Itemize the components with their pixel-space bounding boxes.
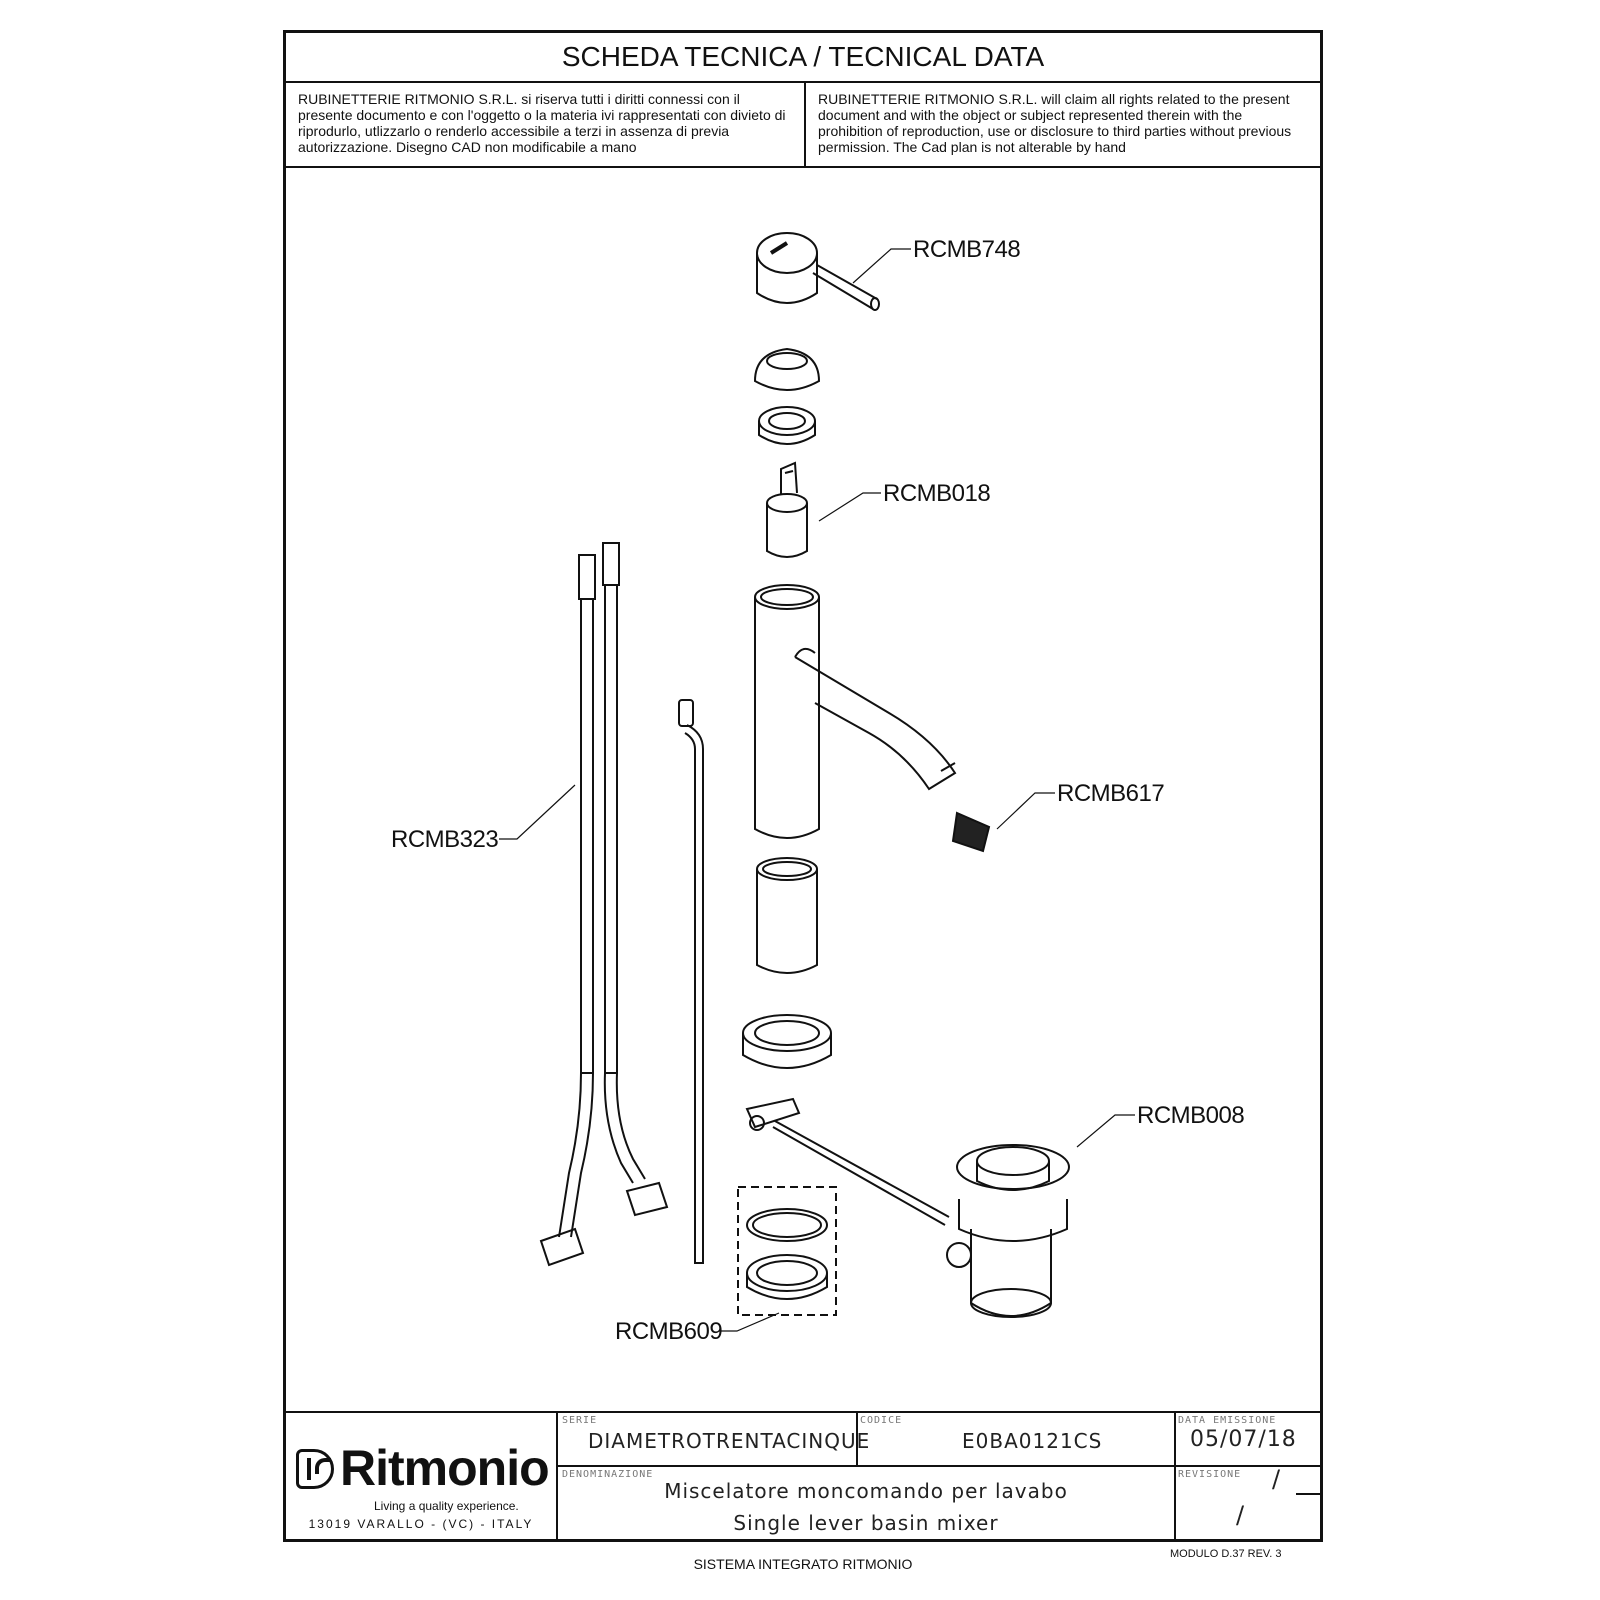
exploded-view-drawing: RCMB748 RCMB018 RCMB617 RCMB323 RCMB008 … — [391, 232, 1245, 1345]
base-ring-part — [742, 1014, 832, 1069]
module-reference: MODULO D.37 REV. 3 — [1170, 1548, 1282, 1560]
codice-label: CODICE — [860, 1415, 903, 1426]
cap-part — [753, 347, 821, 391]
denominazione-label: DENOMINAZIONE — [562, 1469, 654, 1480]
sheet-title: SCHEDA TECNICA / TECNICAL DATA — [286, 33, 1320, 83]
lever-handle-part — [756, 232, 880, 311]
divider — [1296, 1493, 1320, 1495]
technical-sheet: SCHEDA TECNICA / TECNICAL DATA RUBINETTE… — [283, 30, 1323, 1542]
notice-italian: RUBINETTERIE RITMONIO S.R.L. si riserva … — [286, 81, 806, 168]
company-logo-block: Ritmonio Living a quality experience. 13… — [286, 1413, 558, 1539]
denominazione-italian: Miscelatore moncomando per lavabo — [664, 1479, 1068, 1503]
callout-flexible-hoses: RCMB323 — [391, 826, 498, 853]
mixer-body-part — [754, 584, 957, 839]
denominazione-english: Single lever basin mixer — [733, 1511, 999, 1535]
waste-part — [946, 1144, 1070, 1318]
data-emissione-value: 05/07/18 — [1190, 1427, 1297, 1452]
gasket-kit-part — [737, 1186, 837, 1316]
cartridge-part — [766, 461, 808, 558]
revisione-label: REVISIONE — [1178, 1469, 1242, 1480]
callout-lever-handle: RCMB748 — [913, 236, 1020, 263]
divider — [1174, 1413, 1176, 1539]
callout-cartridge: RCMB018 — [883, 480, 990, 507]
ritmonio-logo-icon — [296, 1449, 334, 1489]
ring-nut-part — [758, 406, 816, 445]
company-address: 13019 VARALLO - (VC) - ITALY — [308, 1517, 534, 1531]
callout-leaders — [499, 248, 1135, 1332]
sleeve-part — [756, 857, 818, 974]
pop-up-rod-part — [745, 1097, 950, 1226]
logo-name: Ritmonio — [340, 1440, 550, 1496]
notice-english: RUBINETTERIE RITMONIO S.R.L. will claim … — [806, 81, 1320, 168]
title-block: Ritmonio Living a quality experience. 13… — [286, 1411, 1320, 1539]
flexible-hoses-part — [539, 542, 669, 1267]
revisione-value: / — [1272, 1465, 1282, 1493]
revisione-value-2: / — [1236, 1501, 1246, 1529]
codice-value: E0BA0121CS — [962, 1429, 1103, 1453]
callout-aerator: RCMB617 — [1057, 780, 1164, 807]
serie-label: SERIE — [562, 1415, 598, 1426]
callout-gasket-kit: RCMB609 — [615, 1318, 722, 1345]
footer-system: SISTEMA INTEGRATO RITMONIO — [693, 1556, 913, 1572]
divider — [856, 1413, 858, 1465]
divider — [558, 1465, 1174, 1467]
lift-rod-part — [678, 699, 704, 1264]
divider — [1174, 1465, 1320, 1467]
aerator-part — [951, 811, 991, 853]
callout-waste: RCMB008 — [1137, 1102, 1244, 1129]
logo-tagline: Living a quality experience. — [374, 1499, 519, 1513]
data-emissione-label: DATA EMISSIONE — [1178, 1415, 1277, 1426]
serie-value: DIAMETROTRENTACINQUE — [588, 1429, 871, 1453]
